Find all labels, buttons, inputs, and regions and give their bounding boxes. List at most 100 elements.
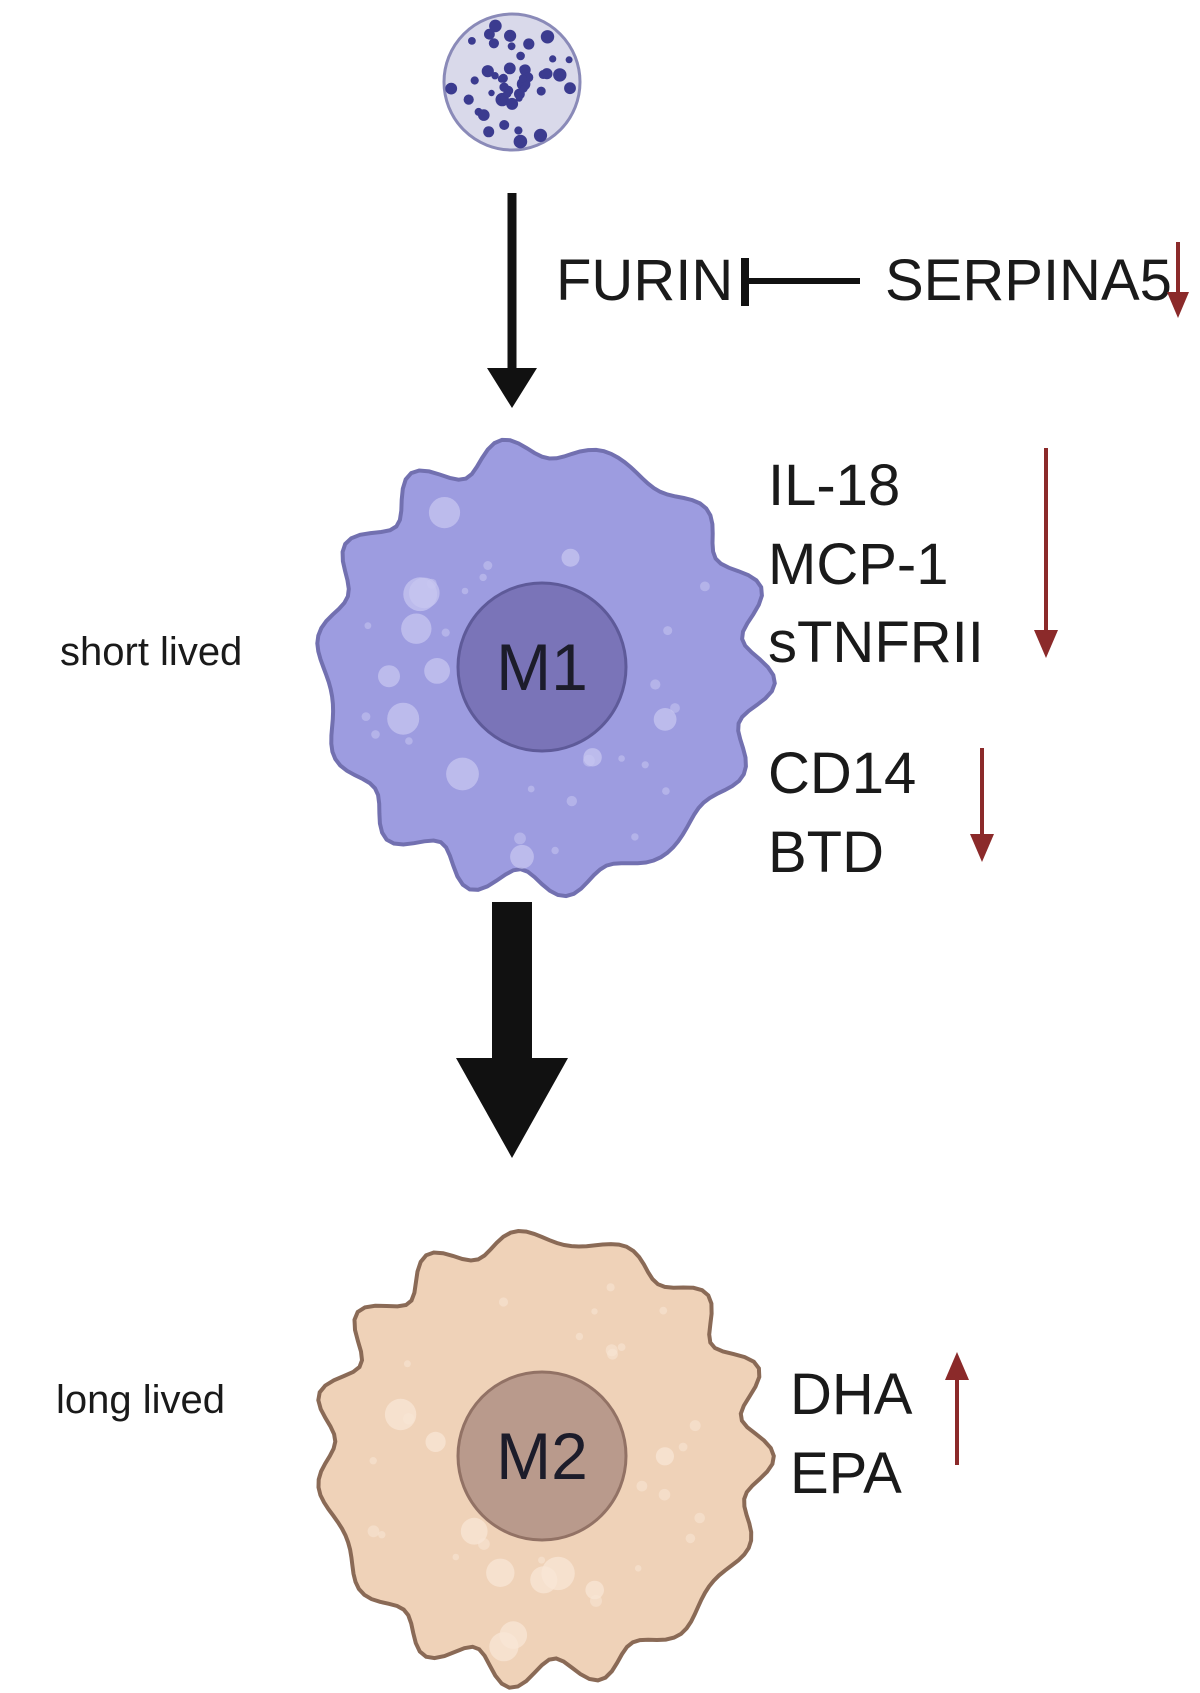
- virus-spike: [503, 89, 512, 98]
- virus-spike: [497, 75, 506, 83]
- vesicle: [405, 737, 413, 745]
- virus-spike: [445, 82, 458, 95]
- vesicle: [561, 548, 580, 567]
- vesicle: [401, 613, 432, 644]
- vesicle: [446, 757, 479, 791]
- furin-label: FURIN: [556, 248, 733, 313]
- virus-spike: [481, 65, 494, 78]
- m2-markers: DHA EPA: [790, 1362, 913, 1506]
- virus-spike: [483, 126, 495, 138]
- marker-mcp1: MCP-1: [768, 532, 948, 597]
- virus-spike: [540, 30, 555, 44]
- virus-spike: [564, 82, 576, 95]
- virus-spike: [553, 68, 567, 82]
- marker-dha: DHA: [790, 1362, 913, 1427]
- vesicle: [700, 581, 710, 592]
- virus-spike: [489, 19, 502, 33]
- vesicle: [489, 1632, 519, 1662]
- vesicle: [617, 1343, 626, 1351]
- marker-stnfrii: sTNFRII: [768, 610, 984, 675]
- m1-markers-group2: CD14 BTD: [768, 741, 916, 885]
- virus-spike: [518, 74, 527, 83]
- vesicle: [378, 1531, 386, 1539]
- vesicle: [618, 755, 625, 762]
- vesicle: [575, 1332, 584, 1341]
- m2-cell: M2: [316, 1228, 776, 1690]
- vesicle: [662, 787, 670, 795]
- vesicle: [634, 1565, 642, 1572]
- m1-nucleus: [456, 581, 628, 753]
- group1-down-arrow-icon: [1034, 448, 1058, 658]
- vesicle: [361, 712, 371, 721]
- vesicle: [452, 1553, 460, 1561]
- vesicle: [658, 1488, 671, 1501]
- vesicle: [486, 1558, 515, 1588]
- virus-spike: [488, 89, 495, 97]
- vesicle: [694, 1512, 705, 1524]
- vesicle: [678, 1442, 688, 1452]
- vesicle: [670, 703, 680, 713]
- m2-label: M2: [496, 1419, 588, 1493]
- vesicle: [460, 1517, 488, 1545]
- vesicle: [653, 708, 677, 731]
- vesicle: [527, 785, 535, 793]
- vesicle: [585, 1580, 604, 1600]
- vesicle: [510, 844, 534, 869]
- vesicle: [538, 1556, 546, 1564]
- vesicle: [478, 1538, 490, 1550]
- vesicle: [663, 626, 673, 636]
- serpina5-down-arrow-icon: [1167, 242, 1189, 318]
- vesicle: [461, 587, 469, 595]
- vesicle: [659, 1306, 668, 1315]
- virus-spike: [470, 76, 479, 85]
- vesicle: [424, 658, 450, 684]
- m1-lifespan: short lived: [60, 630, 242, 674]
- m1-markers-group1: IL-18 MCP-1 sTNFRII: [768, 453, 984, 675]
- virus-spike: [499, 120, 510, 130]
- virus-icon: [442, 12, 582, 152]
- vesicle: [605, 1344, 618, 1357]
- virus-spike: [506, 97, 519, 110]
- virus-spike: [504, 29, 517, 42]
- virus-to-m1-arrow: [487, 193, 537, 408]
- vesicle: [387, 702, 420, 735]
- vesicle: [403, 577, 438, 612]
- m2-lifespan: long lived: [56, 1378, 225, 1422]
- m2-up-arrow-icon: [945, 1352, 969, 1465]
- virus-spike: [488, 38, 499, 49]
- m1-label: M1: [496, 630, 588, 704]
- inhibition-arrow: [741, 258, 860, 306]
- vesicle: [655, 1447, 675, 1466]
- vesicle: [530, 1566, 558, 1594]
- m2-nucleus: [456, 1370, 628, 1542]
- virus-spike: [478, 109, 490, 121]
- virus-spike: [516, 51, 525, 61]
- virus-spike: [514, 126, 523, 135]
- vesicle: [689, 1420, 701, 1432]
- vesicle: [364, 622, 372, 630]
- vesicle: [685, 1533, 696, 1544]
- marker-btd: BTD: [768, 820, 884, 885]
- vesicle: [384, 1398, 417, 1431]
- vesicle: [636, 1480, 648, 1492]
- vesicle: [566, 795, 577, 807]
- m1-cell: M1: [315, 437, 777, 899]
- vesicle: [369, 1457, 377, 1465]
- group2-down-arrow-icon: [970, 748, 994, 862]
- virus-spike: [507, 42, 516, 51]
- vesicle: [514, 832, 526, 845]
- marker-epa: EPA: [790, 1441, 902, 1506]
- vesicle: [631, 833, 639, 841]
- virus-spike: [533, 128, 548, 142]
- virus-spike: [549, 55, 557, 63]
- serpina5-label: SERPINA5: [885, 248, 1172, 313]
- virus-spike: [536, 86, 546, 96]
- vesicle: [441, 628, 450, 637]
- vesicle: [378, 665, 400, 688]
- virus-spike: [523, 38, 535, 50]
- virus-spike: [541, 68, 553, 80]
- m1-to-m2-arrow: [456, 902, 568, 1158]
- vesicle: [498, 1297, 509, 1307]
- vesicle: [479, 573, 487, 582]
